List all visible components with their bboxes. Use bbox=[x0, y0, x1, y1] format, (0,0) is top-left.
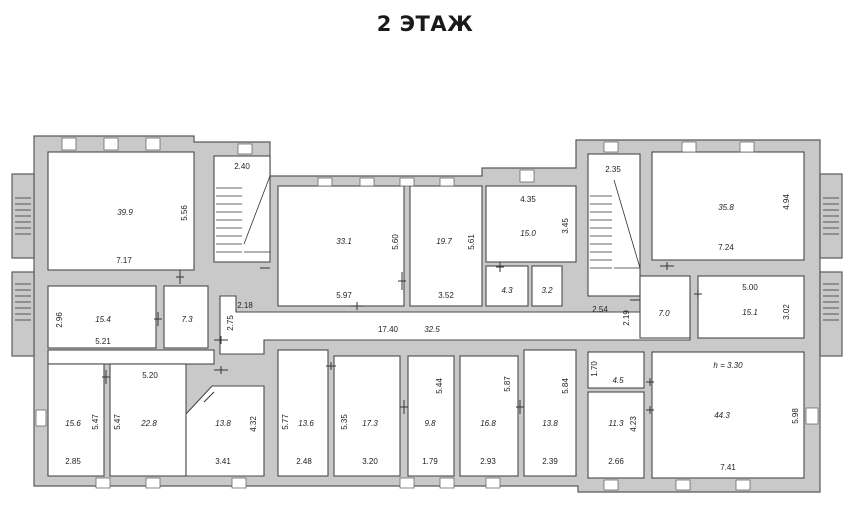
right-stair-exterior bbox=[819, 173, 843, 357]
room-r12-dim: 2.54 bbox=[592, 305, 608, 314]
floor-title: 2 ЭТАЖ bbox=[376, 12, 474, 36]
room-r25-dim: 2.66 bbox=[608, 457, 624, 466]
room-r9-dim: 7.24 bbox=[718, 243, 734, 252]
room-r4-area: 19.7 bbox=[436, 237, 452, 246]
room-r10 bbox=[47, 285, 157, 349]
room-r9 bbox=[651, 151, 805, 261]
room-r12-dim: 17.40 bbox=[378, 325, 399, 334]
room-r21-dim: 1.79 bbox=[422, 457, 438, 466]
room-r5-dim: 4.35 bbox=[520, 195, 536, 204]
left-stair-exterior bbox=[11, 173, 35, 357]
interior-stairs bbox=[216, 175, 641, 269]
room-r1 bbox=[47, 151, 195, 271]
room-r23 bbox=[523, 349, 577, 477]
room-r14-dim: 3.02 bbox=[782, 304, 791, 320]
room-r17 bbox=[109, 363, 187, 477]
room-r3-dim: 5.60 bbox=[391, 234, 400, 250]
room-r16 bbox=[47, 363, 105, 477]
room-r23-dim: 5.84 bbox=[561, 378, 570, 394]
room-r15 bbox=[47, 349, 215, 365]
room-r10-dim: 5.21 bbox=[95, 337, 111, 346]
room-r18-area: 13.8 bbox=[215, 419, 231, 428]
room-r4-dim: 3.52 bbox=[438, 291, 454, 300]
room-r18 bbox=[185, 385, 265, 477]
room-r2-dim: 2.40 bbox=[234, 162, 250, 171]
room-r19 bbox=[277, 349, 329, 477]
room-r25 bbox=[587, 391, 645, 479]
room-r14 bbox=[697, 275, 805, 339]
room-r4 bbox=[409, 185, 483, 307]
room-r24 bbox=[587, 351, 645, 389]
room-r12-area: 32.5 bbox=[424, 325, 440, 334]
room-r23-dim: 2.39 bbox=[542, 457, 558, 466]
door-markers bbox=[102, 262, 702, 414]
room-r26-dim: 7.41 bbox=[720, 463, 736, 472]
room-r17-dim: 5.47 bbox=[113, 414, 122, 430]
room-r25-dim: 4.23 bbox=[629, 416, 638, 432]
room-r22-dim: 5.87 bbox=[503, 376, 512, 392]
room-r16-dim: 2.85 bbox=[65, 457, 81, 466]
room-r22 bbox=[459, 355, 519, 477]
room-r20-area: 17.3 bbox=[362, 419, 378, 428]
room-r23-area: 13.8 bbox=[542, 419, 558, 428]
room-r19-dim: 2.48 bbox=[296, 457, 312, 466]
room-r13 bbox=[639, 275, 691, 339]
room-r20-dim: 5.35 bbox=[340, 414, 349, 430]
room-r9-dim: 4.94 bbox=[782, 194, 791, 210]
room-r1-area: 39.9 bbox=[117, 208, 133, 217]
room-r12-dim: 2.18 bbox=[237, 301, 253, 310]
room-r10-area: 15.4 bbox=[95, 315, 111, 324]
room-r12-dim: 2.19 bbox=[622, 310, 631, 326]
room-r3-area: 33.1 bbox=[336, 237, 352, 246]
room-r18-dim: 4.32 bbox=[249, 416, 258, 432]
room-r14-dim: 5.00 bbox=[742, 283, 758, 292]
room-r25-area: 11.3 bbox=[609, 419, 625, 428]
room-r5-area: 15.0 bbox=[520, 229, 536, 238]
room-r22-area: 16.8 bbox=[480, 419, 496, 428]
room-r13-area: 7.0 bbox=[658, 309, 670, 318]
windows bbox=[35, 137, 819, 491]
room-r4-dim: 5.61 bbox=[467, 234, 476, 250]
room-r1-dim: 5.56 bbox=[180, 205, 189, 221]
room-r19-dim: 5.77 bbox=[281, 414, 290, 430]
room-r21-area: 9.8 bbox=[424, 419, 436, 428]
room-r16-dim: 5.47 bbox=[91, 414, 100, 430]
room-r1-dim: 7.17 bbox=[116, 256, 132, 265]
room-r5-dim: 3.45 bbox=[561, 218, 570, 234]
room-r8-dim: 2.35 bbox=[605, 165, 621, 174]
room-r21-dim: 5.44 bbox=[435, 378, 444, 394]
labels: 39.9 5.56 7.17 2.40 33.1 5.60 5.97 19.7 … bbox=[55, 162, 800, 472]
room-r12-dim: 2.75 bbox=[226, 315, 235, 331]
room-r21 bbox=[407, 355, 455, 477]
room-r2 bbox=[213, 155, 271, 263]
room-r26-dim: h = 3.30 bbox=[713, 361, 743, 370]
room-r6 bbox=[485, 265, 529, 307]
room-r5 bbox=[485, 185, 577, 263]
room-r15-dim: 5.20 bbox=[142, 371, 158, 380]
room-r16-area: 15.6 bbox=[65, 419, 81, 428]
room-r7-area: 3.2 bbox=[541, 286, 553, 295]
room-r22-dim: 2.93 bbox=[480, 457, 496, 466]
room-r26-dim: 5.98 bbox=[791, 408, 800, 424]
room-r18-dim: 3.41 bbox=[215, 457, 231, 466]
room-r19-area: 13.6 bbox=[298, 419, 314, 428]
room-r3-dim: 5.97 bbox=[336, 291, 352, 300]
room-r8 bbox=[587, 153, 641, 297]
room-r7 bbox=[531, 265, 563, 307]
room-r9-area: 35.8 bbox=[718, 203, 734, 212]
room-r20 bbox=[333, 355, 401, 477]
room-r11-area: 7.3 bbox=[181, 315, 193, 324]
room-r6-area: 4.3 bbox=[501, 286, 513, 295]
room-r10-dim: 2.96 bbox=[55, 312, 64, 328]
room-r24-area: 4.5 bbox=[612, 376, 624, 385]
room-r3 bbox=[277, 185, 405, 307]
room-r11 bbox=[163, 285, 209, 349]
room-r24-dim: 1.70 bbox=[590, 361, 599, 377]
room-r17-area: 22.8 bbox=[140, 419, 157, 428]
room-r26-area: 44.3 bbox=[714, 411, 730, 420]
room-r14-area: 15.1 bbox=[742, 308, 758, 317]
room-r20-dim: 3.20 bbox=[362, 457, 378, 466]
room-r26 bbox=[651, 351, 805, 479]
